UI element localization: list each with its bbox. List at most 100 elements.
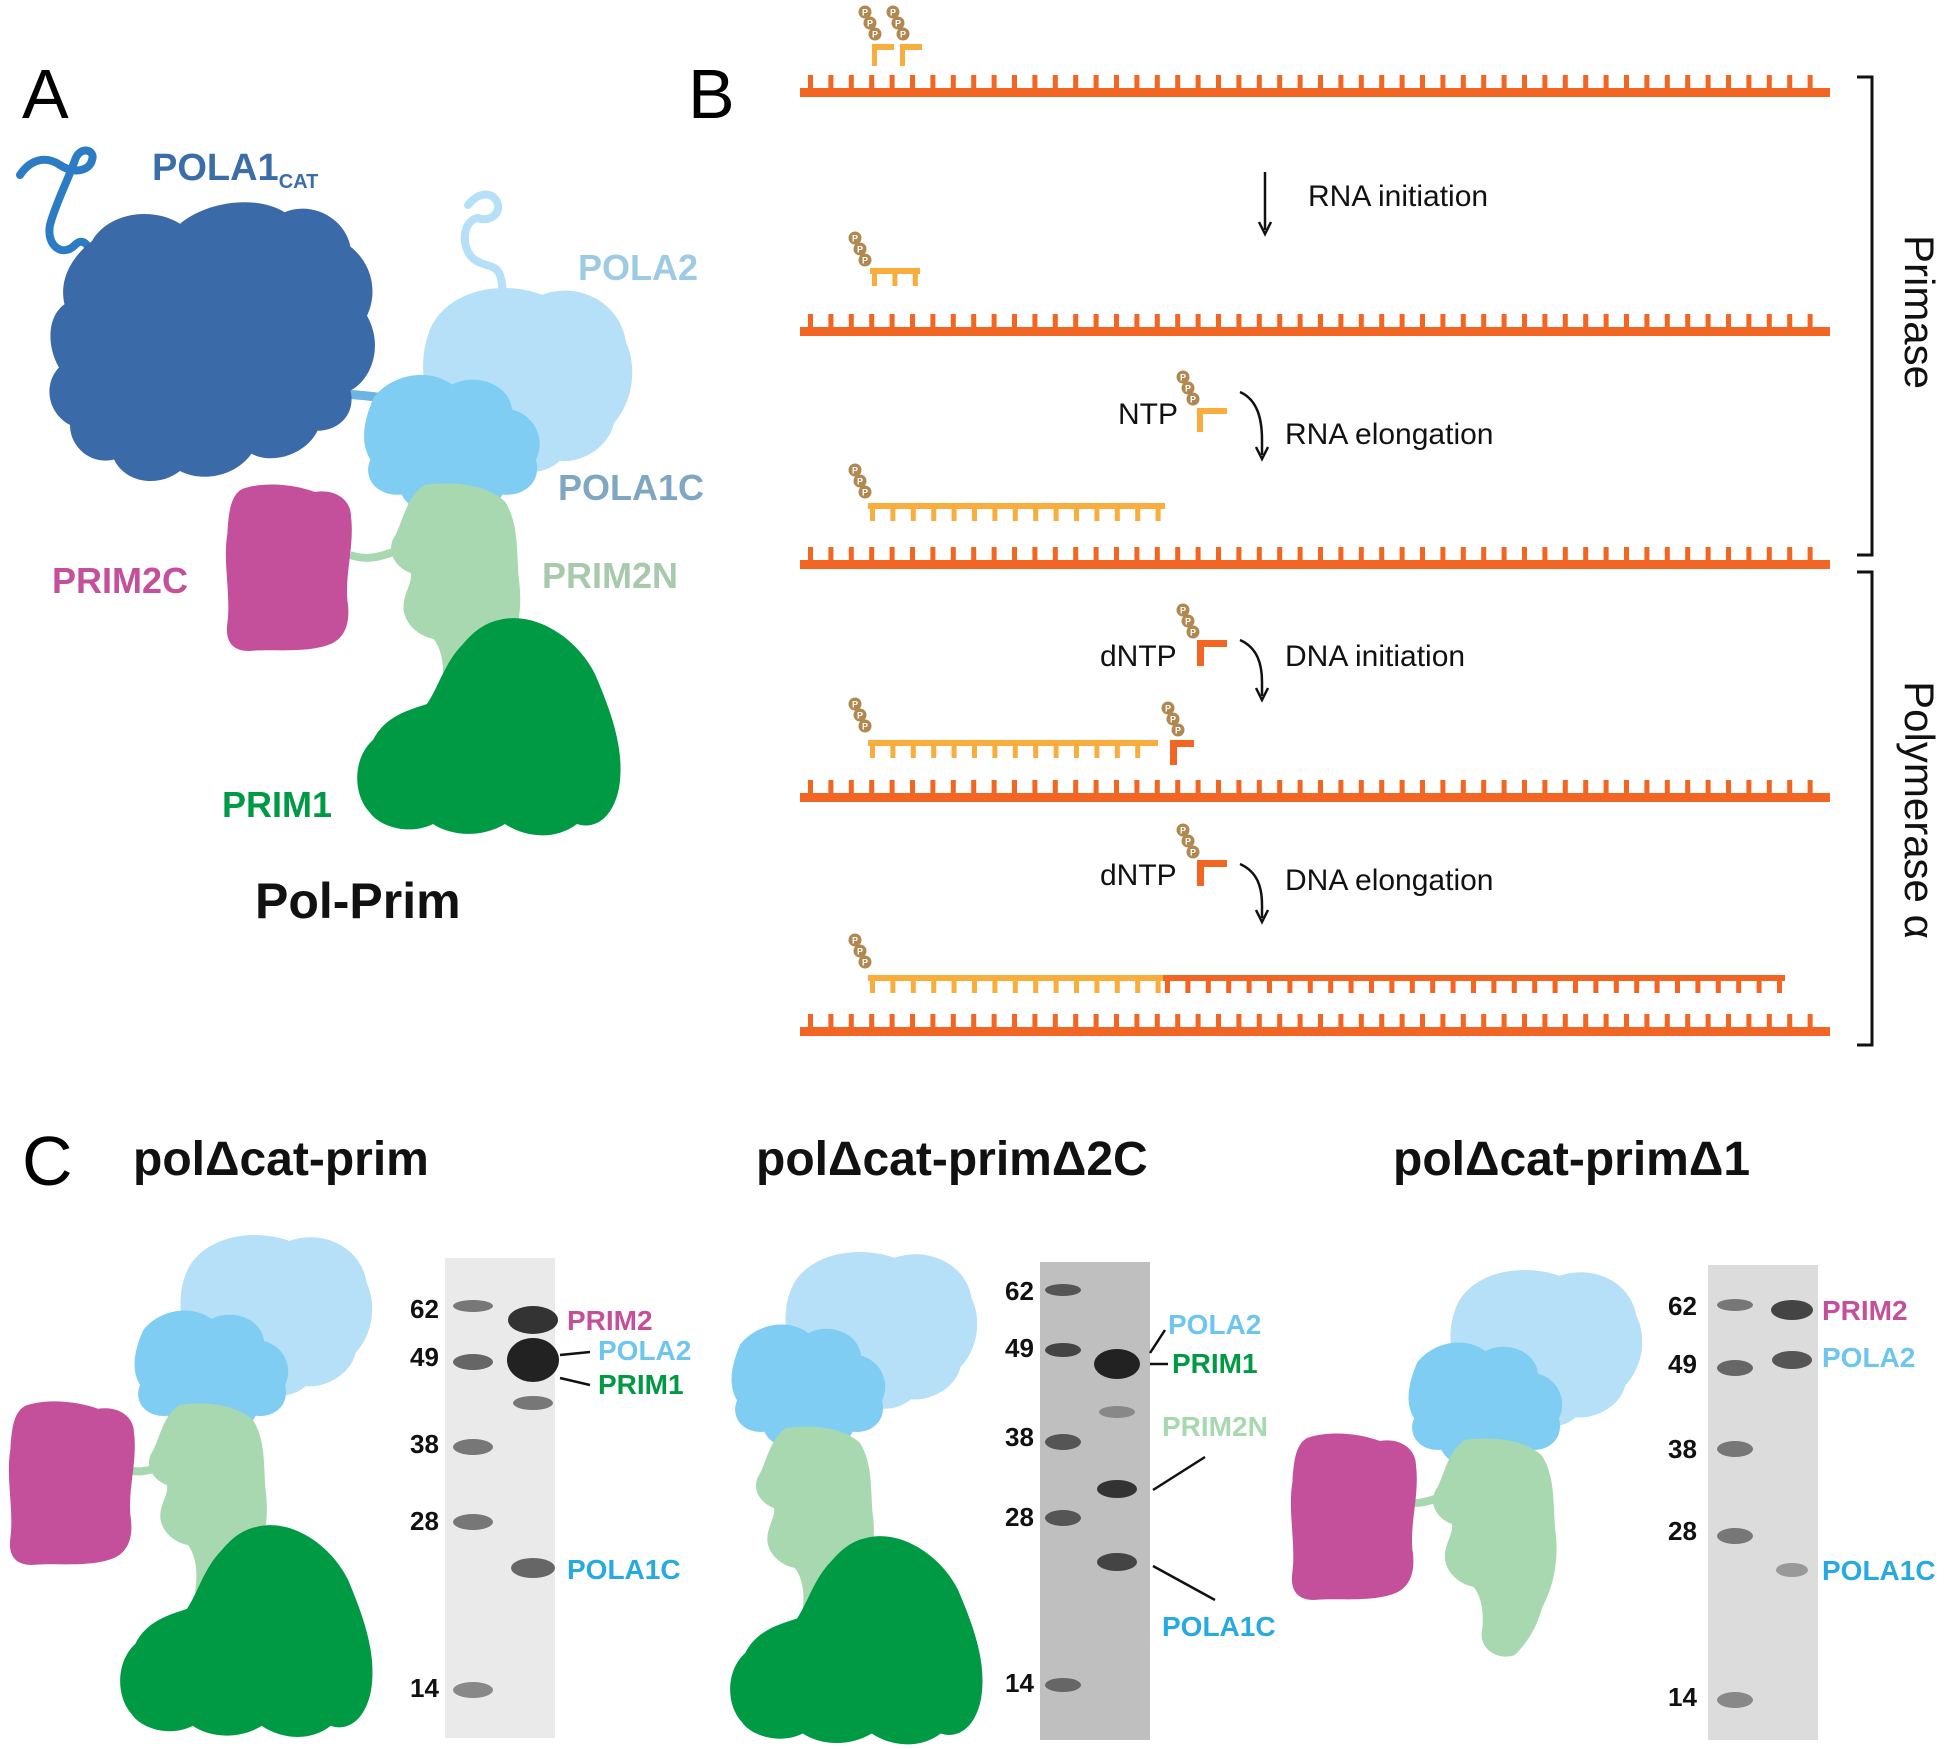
primer-base <box>1226 975 1232 993</box>
template-base <box>1399 314 1405 328</box>
primer-base <box>1114 975 1120 993</box>
primer-base <box>1369 975 1374 993</box>
gel-band <box>453 1439 493 1455</box>
marker-28: 28 <box>1005 1502 1034 1532</box>
template-base <box>1542 1014 1548 1028</box>
primer-base <box>1155 975 1161 993</box>
triphosphate: PPP <box>1176 823 1200 859</box>
template-base <box>971 314 977 328</box>
panel-c: C polΔcat-prim polΔcat-primΔ2C polΔcat-p… <box>8 1122 1936 1745</box>
template-base <box>1379 780 1385 794</box>
reagent-dntp-1: dNTP <box>1100 640 1177 673</box>
template-base <box>1093 314 1099 328</box>
step-dna-elongation: DNA elongation <box>1285 864 1493 897</box>
template-base <box>1256 314 1262 328</box>
template-base <box>1787 547 1793 561</box>
template-base <box>1562 547 1568 561</box>
template-base <box>1399 780 1405 794</box>
template-base <box>1338 314 1344 328</box>
phosphate-label: P <box>857 711 863 721</box>
phosphate <box>853 242 867 256</box>
template-base <box>1052 1014 1058 1028</box>
phosphate <box>848 231 862 245</box>
template-base <box>848 314 854 328</box>
template-base <box>1624 547 1629 561</box>
template-base <box>1685 75 1691 89</box>
template-base <box>1583 1014 1589 1028</box>
phosphate <box>1171 723 1185 737</box>
primer-base <box>1053 975 1059 993</box>
ntp-sugar <box>872 44 894 50</box>
dntp-incoming-2: PPP <box>1176 823 1270 925</box>
template-strand <box>800 1014 1830 1036</box>
triphosphate: PPP <box>1176 370 1200 406</box>
primer-base <box>992 975 998 993</box>
template-base <box>1644 547 1650 561</box>
template-strand <box>800 75 1830 97</box>
marker-14: 14 <box>1005 1668 1034 1698</box>
primer-base <box>1307 975 1313 993</box>
primer-base <box>1053 503 1059 521</box>
primer-base <box>1074 975 1079 993</box>
template-base <box>1358 547 1364 561</box>
panel-a-letter: A <box>22 55 69 133</box>
phosphate-label: P <box>862 722 868 732</box>
triphosphate: PPP <box>1176 603 1200 639</box>
template-base <box>1338 1014 1344 1028</box>
template-base <box>1256 1014 1262 1028</box>
template-base <box>991 314 997 328</box>
template-base <box>1746 314 1752 328</box>
row-2-dinucleotide: PPP <box>848 231 920 286</box>
template-base <box>1481 547 1487 561</box>
reagent-dntp-2: dNTP <box>1100 859 1177 892</box>
primer-base <box>1033 975 1039 993</box>
template-base <box>808 780 813 794</box>
template-base <box>1134 314 1140 328</box>
primer-base <box>1695 975 1701 993</box>
primer-base <box>1777 975 1782 993</box>
template-base <box>1379 75 1385 89</box>
phosphate-label: P <box>852 936 858 946</box>
primer-base <box>1012 975 1018 993</box>
phosphate <box>891 16 905 30</box>
phosphate <box>853 708 867 722</box>
primer-base <box>972 503 977 521</box>
template-base <box>1460 314 1466 328</box>
template-base <box>828 780 834 794</box>
phosphate <box>886 5 900 19</box>
phosphate <box>1186 845 1200 859</box>
template-base <box>1705 780 1711 794</box>
template-base <box>1603 1014 1609 1028</box>
primer-base <box>910 503 916 521</box>
primer-base <box>1471 975 1476 993</box>
template-base <box>1073 780 1079 794</box>
template-base <box>1440 75 1446 89</box>
phosphate <box>858 719 872 733</box>
primer-segment <box>868 503 1165 521</box>
template-base <box>1440 780 1446 794</box>
template-base <box>1093 780 1099 794</box>
template-base <box>1114 314 1119 328</box>
template-base <box>1746 75 1752 89</box>
template-base <box>808 75 813 89</box>
template-base <box>1644 314 1650 328</box>
template-base <box>1175 780 1181 794</box>
template-base <box>1807 780 1813 794</box>
primer-base <box>1114 503 1120 521</box>
primer-base <box>1135 975 1141 993</box>
template-base <box>1216 75 1221 89</box>
template-base <box>1318 1014 1323 1028</box>
template-base <box>1379 1014 1385 1028</box>
label-pola1cat: POLA1CAT <box>152 147 318 193</box>
gel-3 <box>1708 1265 1818 1740</box>
template-strand <box>800 780 1830 802</box>
template-base <box>991 1014 997 1028</box>
phosphate <box>848 697 862 711</box>
template-base <box>1175 314 1181 328</box>
template-base <box>1664 314 1670 328</box>
phosphate <box>868 27 882 41</box>
incoming-base <box>1197 860 1204 886</box>
template-base <box>1134 75 1140 89</box>
primer-base <box>890 503 896 521</box>
